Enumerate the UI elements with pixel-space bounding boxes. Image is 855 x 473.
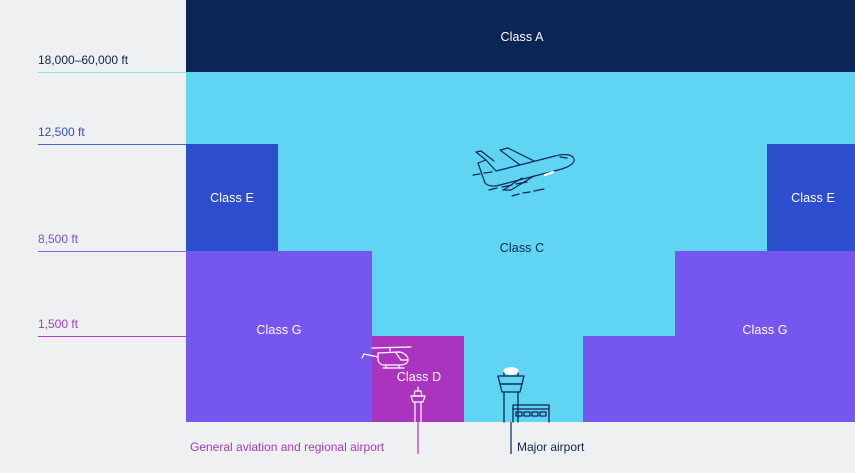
class-e-left-label: Class E — [210, 191, 254, 205]
class-e-left-block — [186, 144, 278, 251]
class-d-block — [372, 336, 464, 422]
class-e-right-label: Class E — [791, 191, 835, 205]
class-c-label: Class C — [499, 241, 545, 255]
altitude-label-a: 18,000–60,000 ft — [38, 53, 129, 67]
class-g-right-block — [675, 251, 855, 422]
control-tower-small-icon — [410, 386, 426, 423]
major-airport-label: Major airport — [517, 440, 585, 454]
class-a-block — [186, 0, 855, 72]
class-d-label: Class D — [396, 370, 442, 384]
altitude-label-g: 1,500 ft — [38, 317, 79, 331]
terminal-building-icon — [512, 404, 550, 423]
altitude-label-e: 8,500 ft — [38, 232, 79, 246]
class-g-right-step — [583, 336, 675, 422]
guide-line-g — [38, 336, 186, 337]
class-g-left-label: Class G — [256, 323, 302, 337]
helicopter-icon — [361, 346, 412, 369]
guide-line-e — [38, 251, 186, 252]
altitude-label-c: 12,500 ft — [38, 125, 85, 139]
regional-airport-label: General aviation and regional airport — [190, 440, 385, 454]
control-tower-major-icon — [497, 367, 525, 423]
guide-line-c — [38, 144, 186, 145]
guide-line-a — [38, 72, 186, 73]
class-e-right-block — [767, 144, 855, 251]
class-a-label: Class A — [500, 30, 544, 44]
class-g-right-label: Class G — [742, 323, 788, 337]
airplane-icon — [472, 147, 575, 197]
class-g-left-block — [186, 251, 372, 422]
